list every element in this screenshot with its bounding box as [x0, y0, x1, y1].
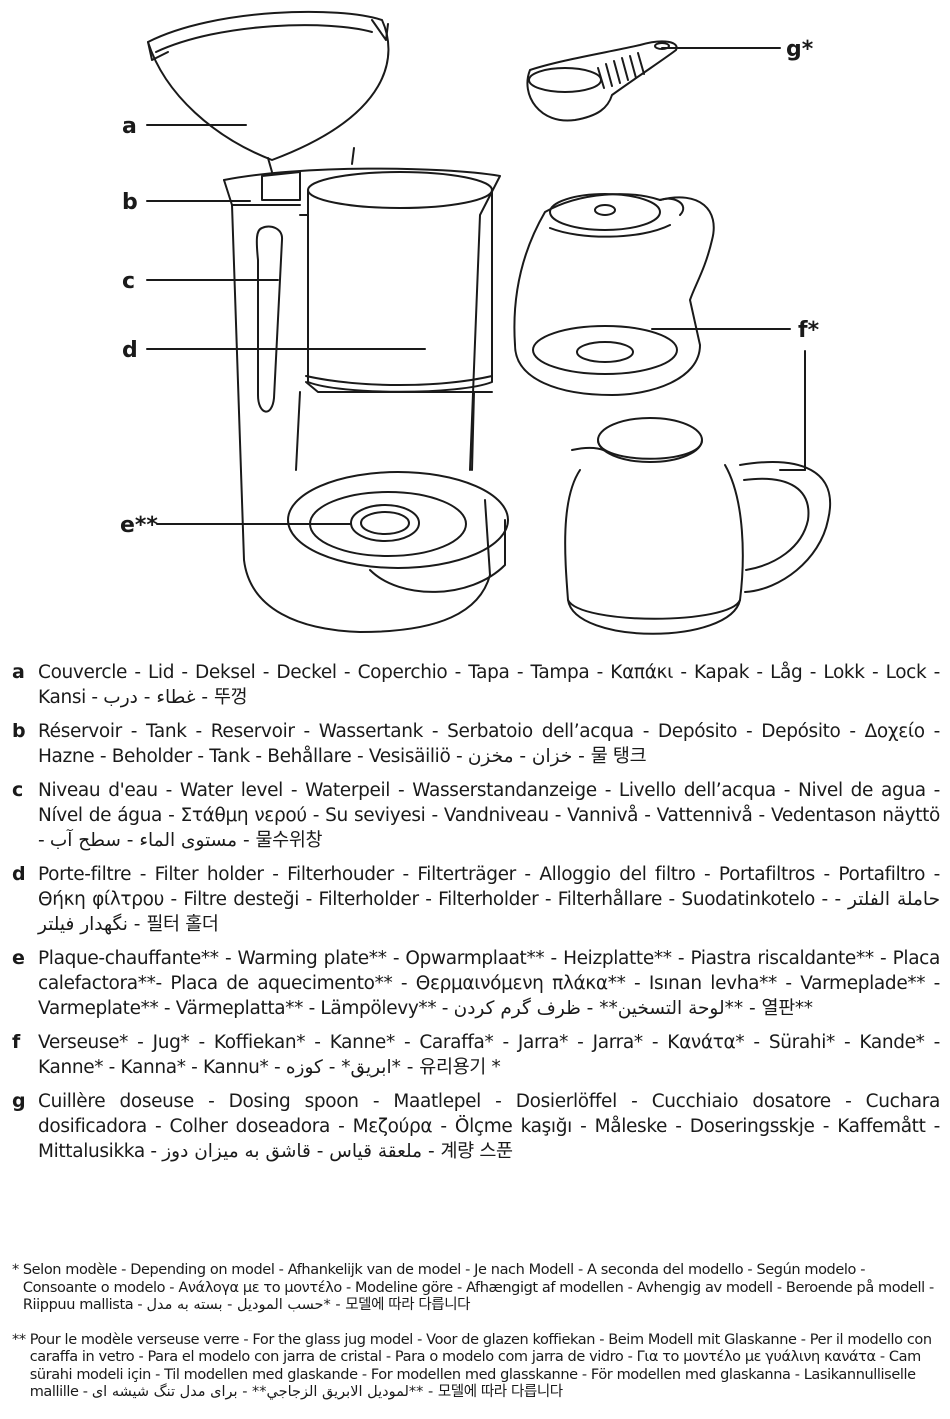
- filter-holder-part: [300, 172, 492, 392]
- lid-part: [148, 12, 388, 172]
- dosing-spoon-part: [527, 41, 676, 120]
- legend-key: a: [12, 660, 38, 710]
- callout-c: c: [122, 269, 135, 294]
- warming-plate-part: [288, 472, 508, 592]
- coffee-maker-body: [224, 169, 508, 632]
- legend-key: b: [12, 719, 38, 769]
- footnote-mark: **: [12, 1332, 30, 1402]
- legend-key: c: [12, 778, 38, 853]
- legend-text: Cuillère doseuse - Dosing spoon - Maatle…: [38, 1089, 940, 1164]
- footnote-single-star: * Selon modèle - Depending on model - Af…: [12, 1262, 940, 1315]
- legend-item-d: d Porte-filtre - Filter holder - Filterh…: [12, 862, 940, 937]
- legend-key: e: [12, 946, 38, 1021]
- legend-text: Porte-filtre - Filter holder - Filterhou…: [38, 862, 940, 937]
- coffee-maker-exploded-illustration: a b c d e** f* g*: [0, 0, 950, 650]
- legend-item-b: b Réservoir - Tank - Reservoir - Wassert…: [12, 719, 940, 769]
- legend-key: f: [12, 1030, 38, 1080]
- legend-text: Plaque-chauffante** - Warming plate** - …: [38, 946, 940, 1021]
- legend-item-e: e Plaque-chauffante** - Warming plate** …: [12, 946, 940, 1021]
- footnotes: * Selon modèle - Depending on model - Af…: [12, 1262, 940, 1419]
- footnote-double-star: ** Pour le modèle verseuse verre - For t…: [12, 1332, 940, 1402]
- callout-leader-lines: [147, 48, 805, 524]
- callout-b: b: [122, 190, 138, 215]
- parts-legend: a Couvercle - Lid - Deksel - Deckel - Co…: [12, 660, 940, 1173]
- legend-item-f: f Verseuse* - Jug* - Koffiekan* - Kanne*…: [12, 1030, 940, 1080]
- callout-g: g*: [786, 37, 814, 62]
- legend-key: g: [12, 1089, 38, 1164]
- legend-item-a: a Couvercle - Lid - Deksel - Deckel - Co…: [12, 660, 940, 710]
- legend-key: d: [12, 862, 38, 937]
- footnote-text: Selon modèle - Depending on model - Afha…: [23, 1262, 940, 1315]
- legend-text: Réservoir - Tank - Reservoir - Wassertan…: [38, 719, 940, 769]
- callout-a: a: [122, 114, 137, 139]
- legend-text: Verseuse* - Jug* - Koffiekan* - Kanne* -…: [38, 1030, 940, 1080]
- footnote-text: Pour le modèle verseuse verre - For the …: [30, 1332, 940, 1402]
- legend-text: Couvercle - Lid - Deksel - Deckel - Cope…: [38, 660, 940, 710]
- legend-text: Niveau d'eau - Water level - Waterpeil -…: [38, 778, 940, 853]
- legend-item-c: c Niveau d'eau - Water level - Waterpeil…: [12, 778, 940, 853]
- footnote-mark: *: [12, 1262, 23, 1315]
- callout-e: e**: [120, 513, 158, 538]
- thermal-jug-part: [565, 418, 830, 634]
- callout-f: f*: [798, 318, 820, 343]
- legend-item-g: g Cuillère doseuse - Dosing spoon - Maat…: [12, 1089, 940, 1164]
- callout-d: d: [122, 338, 138, 363]
- glass-jug-part: [514, 194, 713, 395]
